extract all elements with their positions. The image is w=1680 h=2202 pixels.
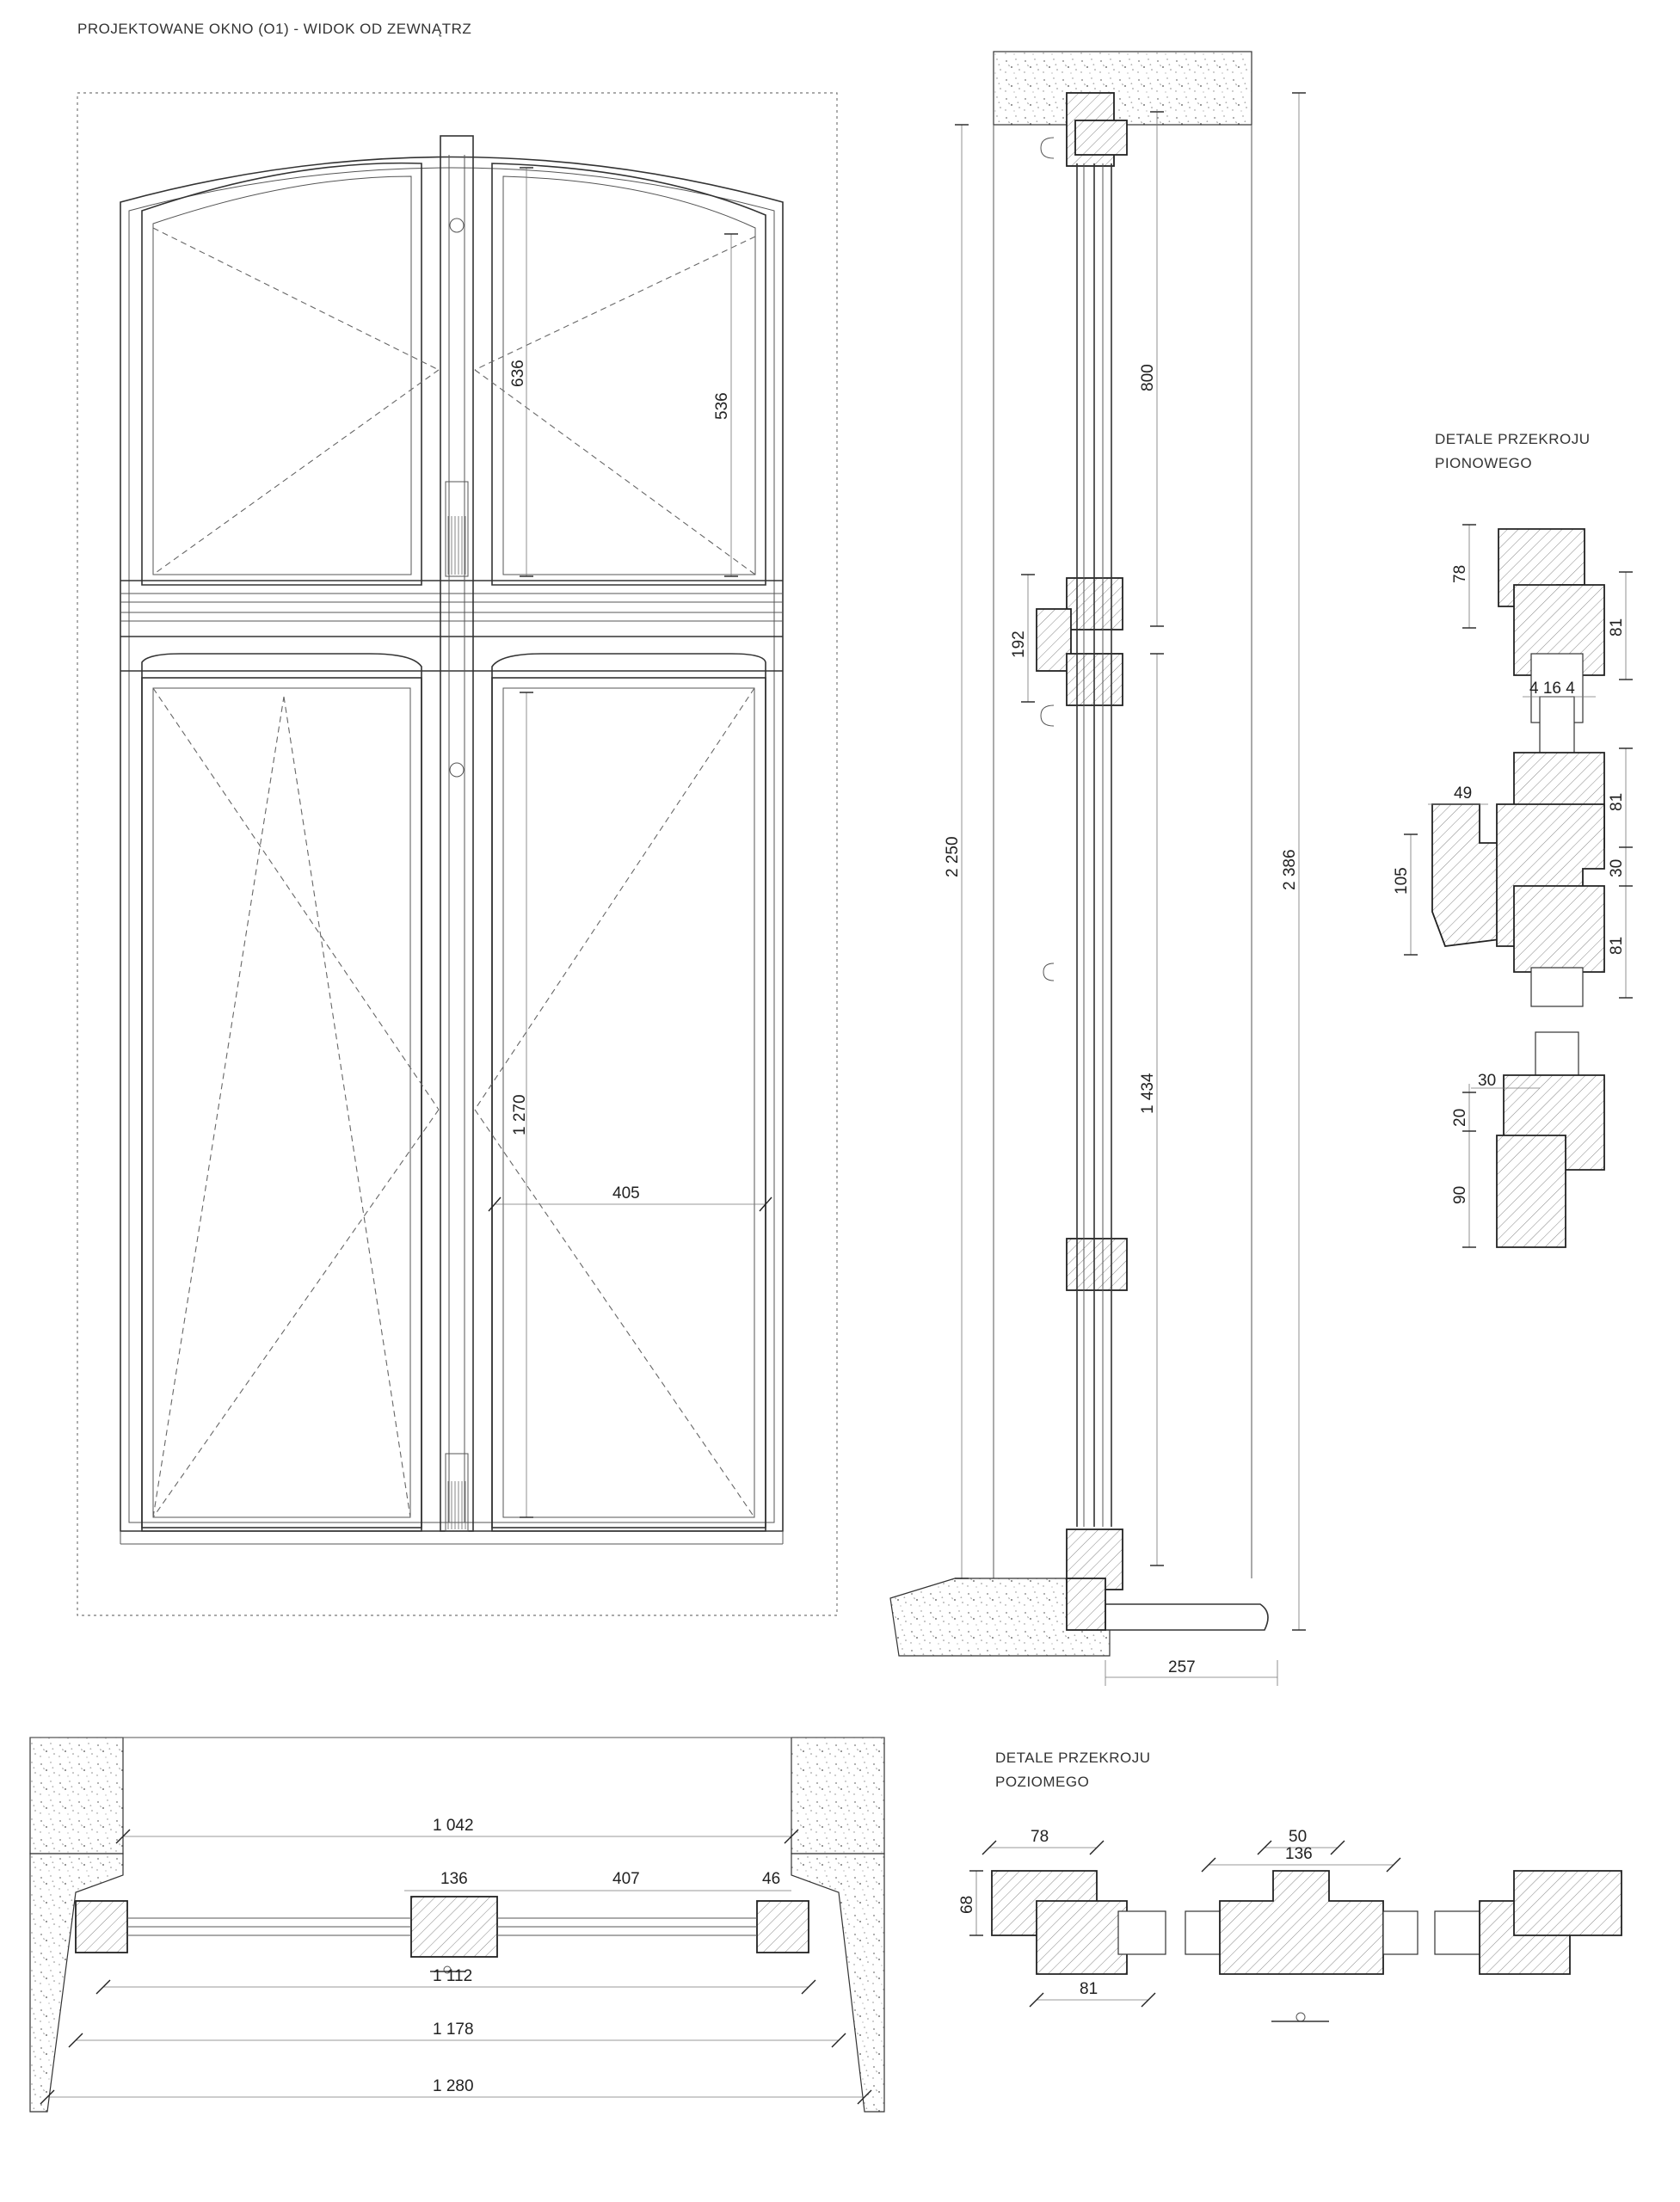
handle-icon-bottom — [449, 762, 465, 778]
det-sash-mid: 81 — [1608, 793, 1626, 811]
det-sash-low: 81 — [1608, 937, 1626, 955]
det-dripcap: 49 — [1454, 784, 1472, 803]
hdet-sash-depth: 81 — [1080, 1980, 1098, 1998]
handle-icon-plan — [443, 1965, 452, 1974]
top-left-sash — [141, 162, 440, 586]
det-head-frame: 78 — [1451, 565, 1469, 583]
dim-upper: 800 — [1139, 364, 1157, 391]
hdet-mullion-inner: 50 — [1289, 1828, 1307, 1846]
handle-icon-detail — [1295, 2012, 1306, 2022]
dim-bottom-width: 405 — [612, 1184, 640, 1202]
det-glazing: 4 16 4 — [1529, 680, 1575, 698]
top-right-sash — [474, 163, 766, 586]
det-sill-frame: 90 — [1451, 1186, 1469, 1204]
vertical-section-details: 78 81 4 16 4 81 49 105 30 81 30 20 90 — [1393, 524, 1633, 1248]
det-bottom-step: 20 — [1451, 1109, 1469, 1127]
dim-transom: 192 — [1010, 630, 1028, 658]
hdet-frame-depth: 78 — [1031, 1828, 1049, 1846]
right-wall — [791, 1737, 885, 1854]
horizontal-details-title-1: DETALE PRZEKROJU — [995, 1750, 1151, 1766]
vertical-details-title-2: PIONOWEGO — [1435, 455, 1533, 471]
plan-reveal-width: 1 280 — [433, 2077, 474, 2095]
opening-outline — [77, 92, 838, 1616]
vertical-details-title-1: DETALE PRZEKROJU — [1435, 431, 1591, 447]
window-elevation: 636 536 1 270 405 — [77, 92, 838, 1616]
plan-inner-opening: 1 042 — [433, 1817, 474, 1835]
transom-bar — [120, 580, 783, 672]
bottom-right-sash — [474, 653, 772, 1532]
elevation-title: PROJEKTOWANE OKNO (O1) - WIDOK OD ZEWNĄT… — [77, 21, 472, 37]
bottom-left-sash — [141, 653, 440, 1532]
handle-icon-top — [449, 218, 465, 233]
plan-sash: 407 — [612, 1870, 640, 1888]
hdet-frame-thickness: 68 — [958, 1896, 976, 1914]
outer-frame — [120, 156, 784, 1532]
horizontal-section-details: 78 68 81 50 136 — [958, 1828, 1622, 2022]
dim-lower: 1 434 — [1139, 1073, 1157, 1114]
plan-outer-width: 1 178 — [433, 2021, 474, 2039]
central-mullion — [440, 135, 474, 1532]
left-wall — [29, 1737, 124, 1854]
head-wall — [993, 51, 1252, 126]
plan-mullion: 136 — [440, 1870, 468, 1888]
dim-sill: 257 — [1168, 1658, 1196, 1676]
dim-frame-height: 2 250 — [944, 836, 962, 877]
det-transom: 105 — [1393, 867, 1411, 895]
plan-frame-width: 1 112 — [433, 1967, 472, 1985]
dim-top-outer: 636 — [509, 360, 527, 387]
horizontal-section: 1 042 136 407 46 1 112 1 178 1 280 — [29, 1737, 885, 2113]
plan-side: 46 — [762, 1870, 780, 1888]
dim-bottom-height: 1 270 — [511, 1094, 529, 1135]
det-bottom-gap: 30 — [1478, 1072, 1496, 1090]
horizontal-details-title-2: POZIOMEGO — [995, 1774, 1090, 1790]
det-sash-top: 81 — [1608, 618, 1626, 637]
dim-top-inner: 536 — [713, 392, 731, 420]
det-gap: 30 — [1608, 859, 1626, 877]
vertical-section: 800 192 1 434 2 250 2 386 257 — [889, 51, 1306, 1686]
dim-opening-height: 2 386 — [1281, 849, 1299, 890]
glazing-lines — [1076, 163, 1112, 1527]
hdet-mullion-outer: 136 — [1285, 1845, 1313, 1863]
